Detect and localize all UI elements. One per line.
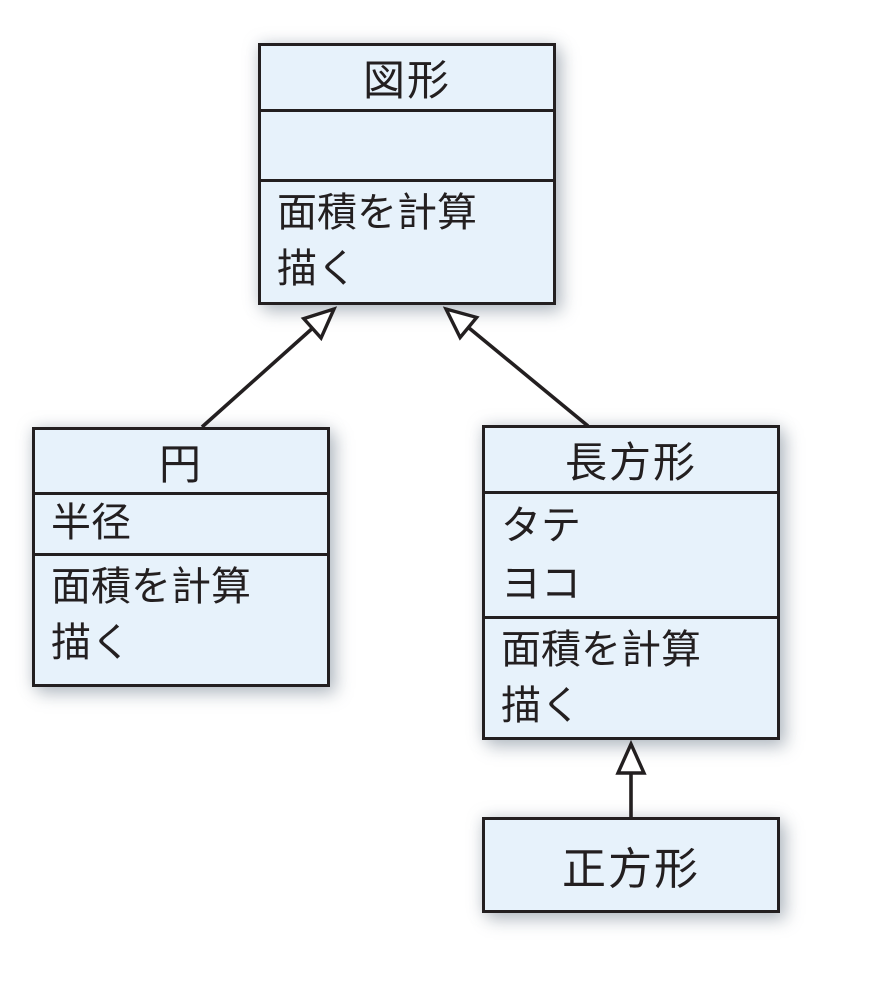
- method-item: 描く: [51, 621, 131, 665]
- class-name-circle: 円: [35, 430, 327, 495]
- generalization-arrow-circle-to-shape: [200, 309, 334, 429]
- generalization-arrow-rectangle-to-shape: [446, 309, 590, 428]
- class-name-square: 正方形: [562, 845, 700, 894]
- method-item: 描く: [277, 247, 357, 291]
- method-item: 面積を計算: [51, 565, 251, 609]
- class-attributes-rectangle: タテ ヨコ: [485, 494, 777, 619]
- class-box-square: 正方形: [482, 817, 780, 913]
- method-item: 描く: [501, 684, 581, 728]
- class-box-circle: 円 半径 面積を計算 描く: [32, 427, 330, 687]
- class-name-rectangle: 長方形: [485, 428, 777, 494]
- method-item: 面積を計算: [277, 191, 477, 235]
- attribute-item: ヨコ: [501, 562, 581, 606]
- class-name-shape: 図形: [261, 46, 553, 112]
- class-box-shape: 図形 面積を計算 描く: [258, 43, 556, 305]
- class-attributes-shape: [261, 112, 553, 182]
- attribute-item: 半径: [51, 501, 131, 545]
- class-methods-rectangle: 面積を計算 描く: [485, 619, 777, 737]
- class-methods-shape: 面積を計算 描く: [261, 182, 553, 302]
- class-methods-circle: 面積を計算 描く: [35, 556, 327, 684]
- attribute-item: タテ: [501, 504, 581, 548]
- method-item: 面積を計算: [501, 628, 701, 672]
- class-attributes-circle: 半径: [35, 495, 327, 556]
- class-box-rectangle: 長方形 タテ ヨコ 面積を計算 描く: [482, 425, 780, 740]
